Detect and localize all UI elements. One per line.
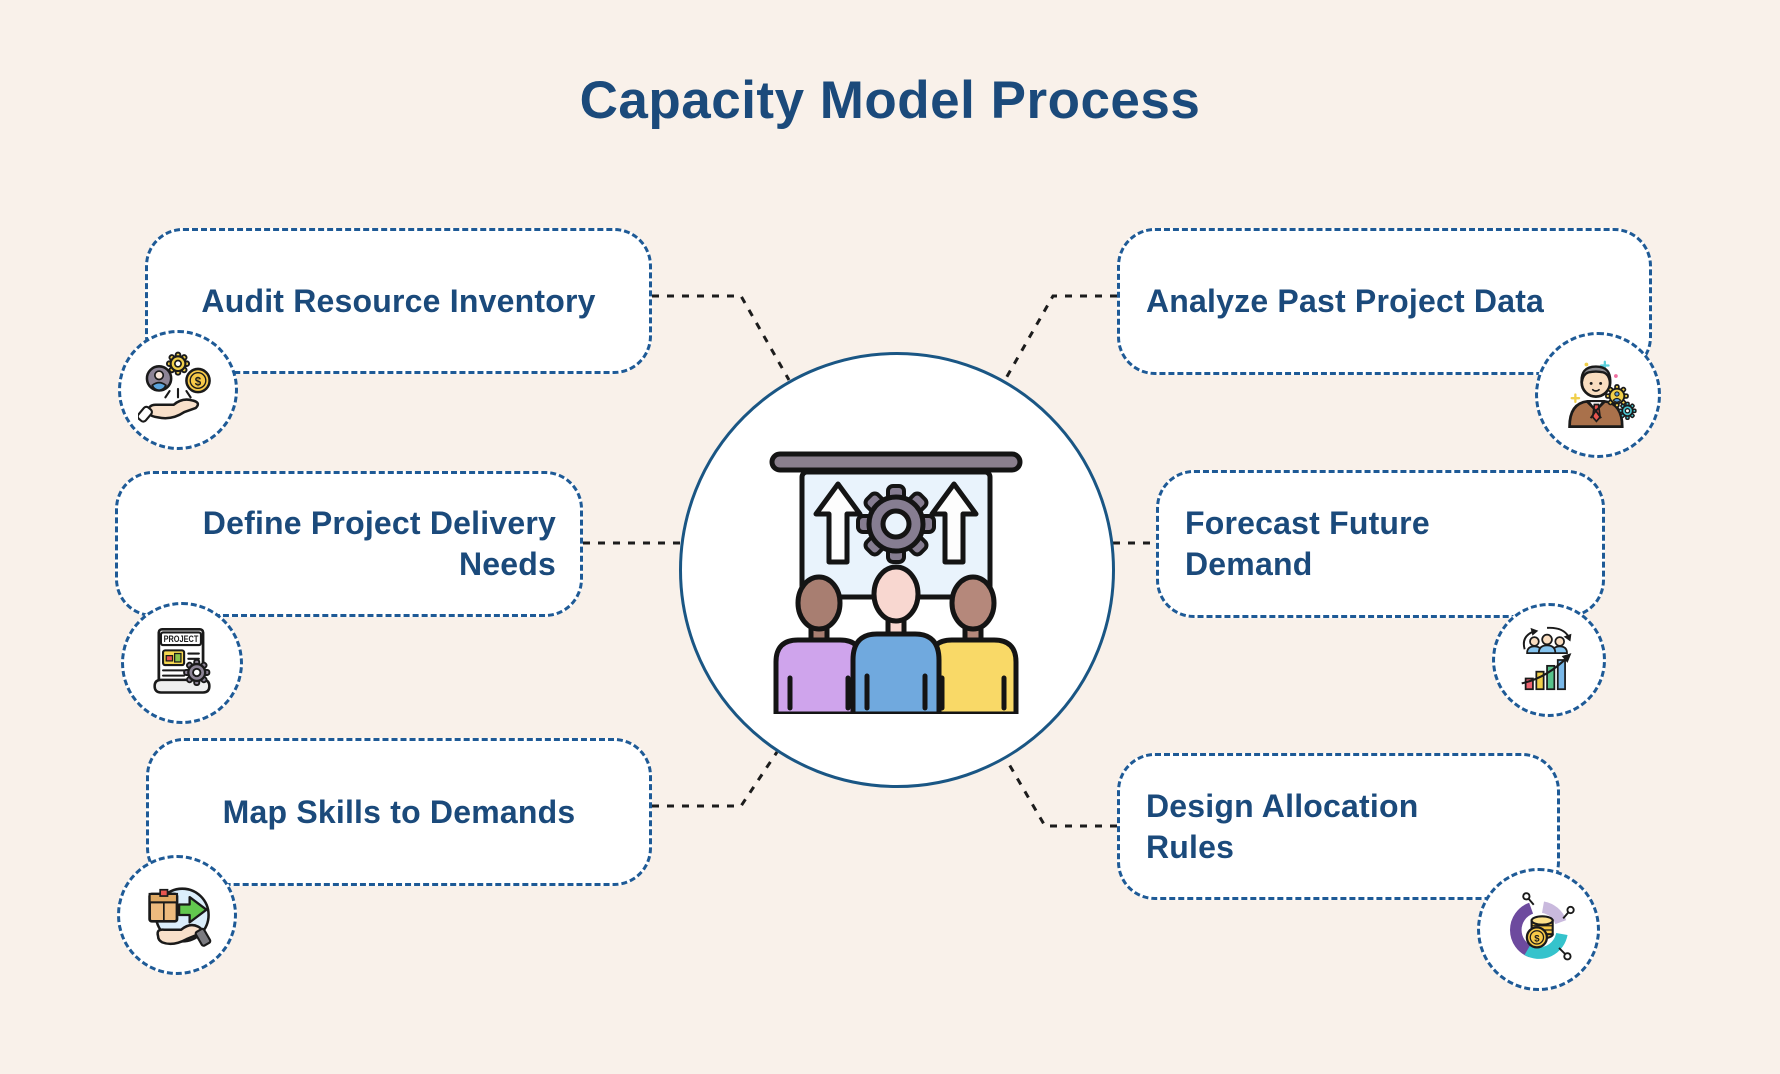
connector-analyze [1003, 294, 1117, 381]
dollar-glyph: $ [1534, 933, 1540, 944]
team-presentation-gear-icon [769, 451, 1023, 714]
connector-audit [652, 294, 791, 381]
process-box-label: Forecast Future Demand [1185, 505, 1430, 582]
gear-icon [856, 484, 936, 564]
forecast-growth-icon [1492, 603, 1606, 717]
process-box-design-allocation-rules: Design Allocation Rules [1117, 753, 1560, 900]
dollar-glyph: $ [195, 376, 202, 388]
resources-hand-icon-art: $ [138, 351, 211, 423]
page-title: Capacity Model Process [579, 71, 1201, 130]
process-box-forecast-future-demand: Forecast Future Demand [1156, 470, 1605, 618]
resources-hand-icon: $ [118, 330, 238, 450]
delivery-box-icon [117, 855, 237, 975]
connector-map [652, 751, 779, 808]
allocation-donut-icon-art: $ [1509, 891, 1575, 960]
allocation-donut-icon: $ [1477, 868, 1600, 991]
business-analyst-icon-art [1568, 360, 1637, 428]
project-document-icon: PROJECT [121, 602, 243, 724]
project-document-icon-art: PROJECT [153, 627, 211, 694]
process-box-label: Design Allocation Rules [1146, 787, 1419, 865]
process-box-label: Map Skills to Demands [222, 793, 576, 830]
business-analyst-icon [1535, 332, 1661, 458]
process-box-define-project-delivery-needs: Define Project Delivery Needs [115, 471, 583, 617]
delivery-box-icon-art [148, 887, 212, 947]
connector-design [1004, 758, 1117, 828]
process-box-audit-resource-inventory: Audit Resource Inventory [145, 228, 652, 374]
process-box-label: Analyze Past Project Data [1146, 283, 1545, 320]
center-circle [679, 352, 1115, 788]
process-box-label: Audit Resource Inventory [201, 282, 596, 319]
project-label: PROJECT [164, 634, 199, 644]
forecast-growth-icon-art [1521, 626, 1572, 691]
process-box-label: Define Project Delivery Needs [202, 505, 556, 582]
process-box-map-skills-to-demands: Map Skills to Demands [146, 738, 652, 886]
